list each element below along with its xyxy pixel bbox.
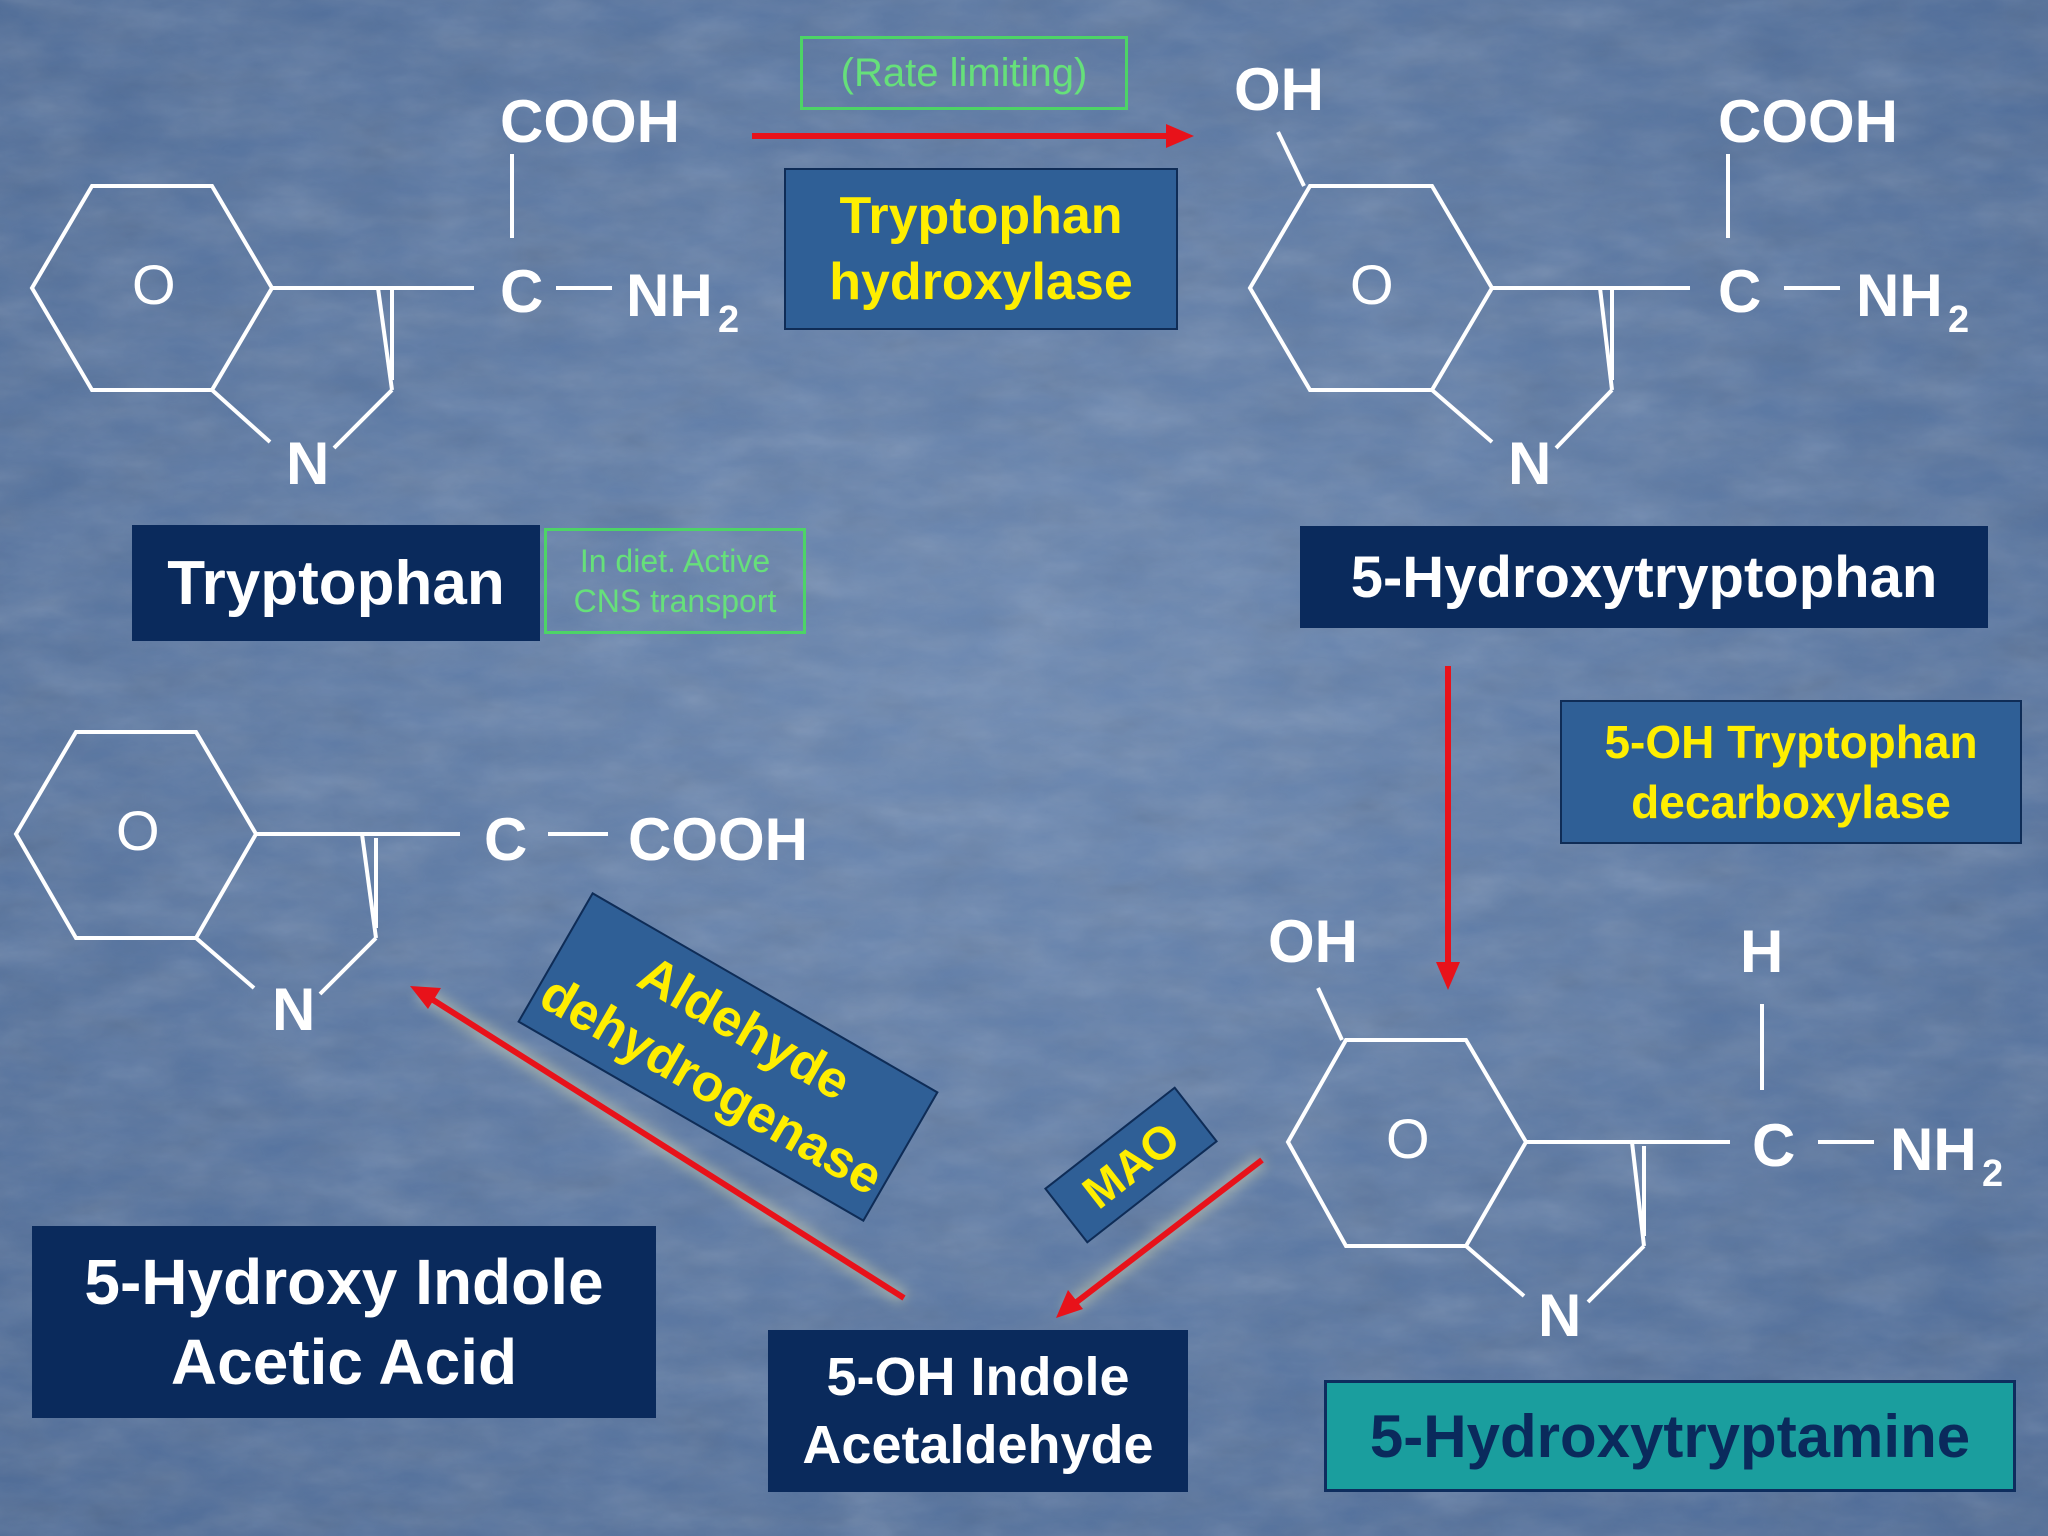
acetaldehyde-label-box: 5-OH Indole Acetaldehyde [768, 1330, 1188, 1492]
hydroxytryptamine-structure [1285, 987, 1874, 1304]
carbon-label: C [1718, 258, 1761, 325]
amine-label: NH [1856, 262, 1943, 329]
hydroxytryptophan-label: 5-Hydroxytryptophan [1350, 544, 1938, 610]
cooh-label: COOH [1718, 88, 1898, 155]
hydroxyl-label: OH [1268, 908, 1358, 975]
subscript-2: 2 [718, 299, 739, 341]
arrow-mao [1056, 1153, 1267, 1318]
enzyme-name-line-1: Tryptophan [839, 187, 1123, 245]
subscript-2: 2 [1948, 299, 1969, 341]
aromatic-circle-label: O [132, 253, 176, 316]
aromatic-circle-label: O [1350, 253, 1394, 316]
cooh-label: COOH [500, 88, 680, 155]
enzyme-name-line-2: hydroxylase [829, 253, 1133, 311]
arrow-decarboxylation [1436, 666, 1460, 990]
diet-note-line-1: In diet. Active [579, 543, 771, 579]
hydroxytryptophan-label-box: 5-Hydroxytryptophan [1300, 526, 1988, 628]
diet-note-box: In diet. Active CNS transport [544, 528, 806, 634]
cooh-label: COOH [628, 806, 808, 873]
hydroxytryptamine-label-box: 5-Hydroxytryptamine [1324, 1380, 2016, 1492]
carbon-label: C [484, 806, 527, 873]
nitrogen-label: N [286, 430, 329, 497]
nitrogen-label: N [1508, 430, 1551, 497]
amine-label: NH [1890, 1116, 1977, 1183]
enzyme-name-line-2: decarboxylase [1631, 776, 1951, 828]
hydroxytryptophan-structure [1247, 131, 1840, 450]
rate-limiting-label: (Rate limiting) [840, 50, 1088, 95]
subscript-2: 2 [1982, 1153, 2003, 1195]
arrow-hydroxylation [752, 124, 1194, 148]
aromatic-circle-label: O [116, 799, 160, 862]
carbon-label: C [500, 258, 543, 325]
decarboxylase-box: 5-OH Tryptophan decarboxylase [1560, 700, 2022, 844]
acetaldehyde-line-1: 5-OH Indole [826, 1347, 1130, 1407]
amine-label: NH [626, 262, 713, 329]
nitrogen-label: N [1538, 1282, 1581, 1349]
rate-limiting-note: (Rate limiting) [800, 36, 1128, 110]
hydroxytryptamine-label: 5-Hydroxytryptamine [1369, 1402, 1971, 1470]
hiaa-label-box: 5-Hydroxy Indole Acetic Acid [32, 1226, 656, 1418]
arrow-oxidation [410, 985, 909, 1305]
enzyme-name-line-1: 5-OH Tryptophan [1604, 716, 1978, 768]
acetaldehyde-line-2: Acetaldehyde [802, 1415, 1154, 1475]
tryptophan-structure [29, 154, 612, 450]
nitrogen-label: N [272, 976, 315, 1043]
tryptophan-hydroxylase-box: Tryptophan hydroxylase [784, 168, 1178, 330]
tryptophan-label-box: Tryptophan [132, 525, 540, 641]
aromatic-circle-label: O [1386, 1107, 1430, 1170]
carbon-label: C [1752, 1112, 1795, 1179]
diet-note-line-2: CNS transport [573, 583, 777, 619]
hydroxyl-label: OH [1234, 56, 1324, 123]
hiaa-structure [13, 730, 608, 996]
hiaa-line-2: Acetic Acid [170, 1326, 518, 1398]
tryptophan-label: Tryptophan [167, 548, 505, 618]
hiaa-line-1: 5-Hydroxy Indole [84, 1246, 604, 1318]
hydrogen-label: H [1740, 918, 1783, 985]
